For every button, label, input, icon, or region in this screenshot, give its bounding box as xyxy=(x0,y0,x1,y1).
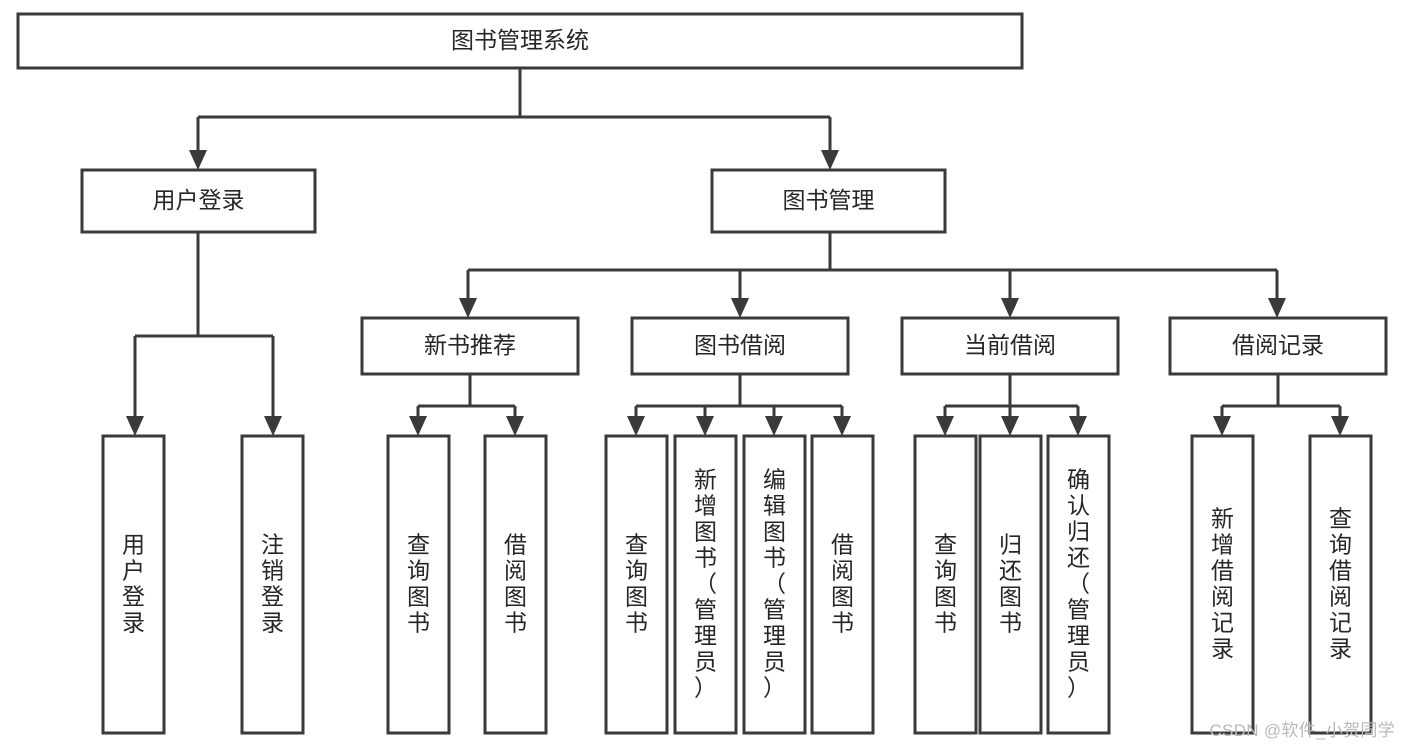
node-book-manage-rect[interactable] xyxy=(710,168,947,234)
arrow-head-icon xyxy=(936,416,954,436)
node-leaf-query-book-1-label: 查询图书 xyxy=(407,532,430,636)
node-leaf-return-book-rect[interactable] xyxy=(978,434,1043,735)
node-leaf-query-book-2-rect[interactable] xyxy=(604,434,669,735)
arrow-head-icon xyxy=(696,416,714,436)
arrow-head-icon xyxy=(459,298,477,318)
node-leaf-query-borrow-record-label: 查询借阅记录 xyxy=(1329,506,1352,662)
arrow-head-icon xyxy=(1069,416,1087,436)
node-leaf-query-book-2-label: 查询图书 xyxy=(625,532,648,636)
node-book-manage-label: 图书管理 xyxy=(783,187,875,213)
node-root-system-rect[interactable] xyxy=(16,12,1024,70)
node-leaf-query-book-1[interactable]: 查询图书 xyxy=(386,434,451,735)
node-leaf-logout-login[interactable]: 注销登录 xyxy=(240,434,305,735)
arrow-head-icon xyxy=(1001,416,1019,436)
node-new-book-recommend[interactable]: 新书推荐 xyxy=(360,316,580,376)
arrow-head-icon xyxy=(765,416,783,436)
arrow-head-icon xyxy=(189,150,207,170)
node-root-system[interactable]: 图书管理系统 xyxy=(16,12,1024,70)
arrow-head-icon xyxy=(126,416,144,436)
node-leaf-borrow-book-2-label: 借阅图书 xyxy=(831,532,854,636)
connector-layer xyxy=(126,68,1349,436)
node-user-login[interactable]: 用户登录 xyxy=(80,168,317,234)
arrow-head-icon xyxy=(627,416,645,436)
arrow-head-icon xyxy=(1268,298,1286,318)
node-leaf-query-book-1-rect[interactable] xyxy=(386,434,451,735)
node-leaf-add-borrow-record-rect[interactable] xyxy=(1190,434,1255,735)
arrow-head-icon xyxy=(1001,298,1019,318)
node-leaf-edit-book-label: 编辑图书（管理员） xyxy=(763,467,786,701)
node-borrow-record-label: 借阅记录 xyxy=(1232,332,1324,358)
node-leaf-edit-book[interactable]: 编辑图书（管理员） xyxy=(742,434,807,735)
node-leaf-user-login-rect[interactable] xyxy=(101,434,166,735)
arrow-head-icon xyxy=(1213,416,1231,436)
node-leaf-borrow-book-1-rect[interactable] xyxy=(483,434,548,735)
node-leaf-add-book-label: 新增图书（管理员） xyxy=(694,467,717,701)
node-leaf-borrow-book-2[interactable]: 借阅图书 xyxy=(810,434,875,735)
node-leaf-add-book-rect[interactable] xyxy=(673,434,738,735)
node-layer: 图书管理系统用户登录图书管理新书推荐图书借阅当前借阅借阅记录用户登录注销登录查询… xyxy=(16,12,1388,735)
node-leaf-return-book-label: 归还图书 xyxy=(999,532,1022,636)
arrow-head-icon xyxy=(731,298,749,318)
node-leaf-borrow-book-1[interactable]: 借阅图书 xyxy=(483,434,548,735)
node-current-borrow-rect[interactable] xyxy=(900,316,1120,376)
node-leaf-query-book-2[interactable]: 查询图书 xyxy=(604,434,669,735)
node-book-borrow[interactable]: 图书借阅 xyxy=(630,316,850,376)
node-leaf-query-book-3[interactable]: 查询图书 xyxy=(913,434,978,735)
node-current-borrow[interactable]: 当前借阅 xyxy=(900,316,1120,376)
node-leaf-edit-book-rect[interactable] xyxy=(742,434,807,735)
node-borrow-record[interactable]: 借阅记录 xyxy=(1168,316,1388,376)
node-leaf-query-book-3-label: 查询图书 xyxy=(934,532,957,636)
node-leaf-confirm-return-label: 确认归还（管理员） xyxy=(1067,467,1090,701)
node-user-login-rect[interactable] xyxy=(80,168,317,234)
csdn-watermark: CSDN @软件_小贺同学 xyxy=(1209,721,1395,740)
node-leaf-user-login[interactable]: 用户登录 xyxy=(101,434,166,735)
node-leaf-confirm-return-rect[interactable] xyxy=(1046,434,1111,735)
node-root-system-label: 图书管理系统 xyxy=(451,27,589,53)
arrow-head-icon xyxy=(264,416,282,436)
node-user-login-label: 用户登录 xyxy=(153,187,245,213)
node-leaf-return-book[interactable]: 归还图书 xyxy=(978,434,1043,735)
node-book-borrow-rect[interactable] xyxy=(630,316,850,376)
node-leaf-add-borrow-record-label: 新增借阅记录 xyxy=(1211,506,1234,662)
arrow-head-icon xyxy=(1331,416,1349,436)
node-new-book-recommend-label: 新书推荐 xyxy=(424,332,516,358)
arrow-head-icon xyxy=(821,150,839,170)
node-leaf-borrow-book-1-label: 借阅图书 xyxy=(504,532,527,636)
node-new-book-recommend-rect[interactable] xyxy=(360,316,580,376)
node-leaf-query-borrow-record[interactable]: 查询借阅记录 xyxy=(1308,434,1373,735)
node-leaf-logout-login-rect[interactable] xyxy=(240,434,305,735)
node-leaf-add-book[interactable]: 新增图书（管理员） xyxy=(673,434,738,735)
node-book-borrow-label: 图书借阅 xyxy=(694,332,786,358)
arrow-head-icon xyxy=(833,416,851,436)
node-leaf-confirm-return[interactable]: 确认归还（管理员） xyxy=(1046,434,1111,735)
arrow-head-icon xyxy=(506,416,524,436)
node-leaf-query-book-3-rect[interactable] xyxy=(913,434,978,735)
arrow-head-icon xyxy=(409,416,427,436)
node-leaf-user-login-label: 用户登录 xyxy=(122,532,145,636)
node-leaf-borrow-book-2-rect[interactable] xyxy=(810,434,875,735)
node-book-manage[interactable]: 图书管理 xyxy=(710,168,947,234)
node-leaf-add-borrow-record[interactable]: 新增借阅记录 xyxy=(1190,434,1255,735)
node-leaf-query-borrow-record-rect[interactable] xyxy=(1308,434,1373,735)
node-borrow-record-rect[interactable] xyxy=(1168,316,1388,376)
node-current-borrow-label: 当前借阅 xyxy=(964,332,1056,358)
node-leaf-logout-login-label: 注销登录 xyxy=(261,532,284,636)
